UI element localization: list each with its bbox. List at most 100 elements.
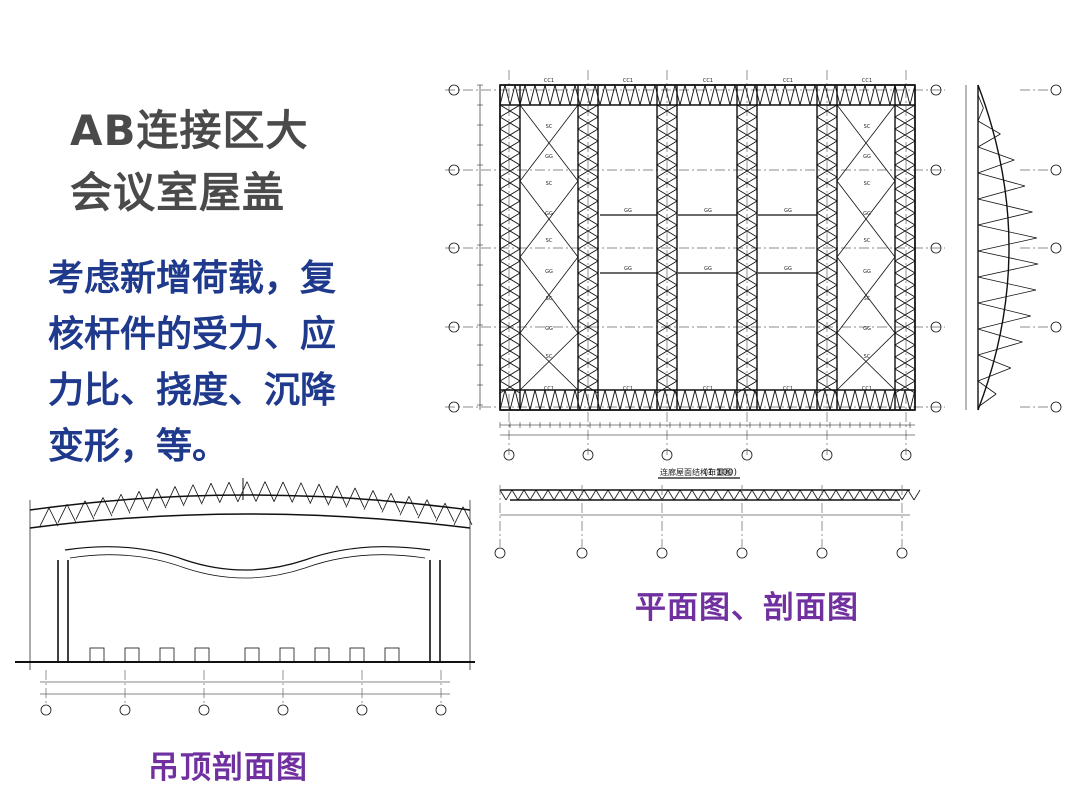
web-member: [774, 84, 781, 106]
roof-section-drawing: 连廊屋面结构布置图 (1:100): [494, 467, 921, 559]
plan-section-caption: 平面图、剖面图: [635, 590, 859, 626]
web-member: [859, 389, 866, 411]
web-member: [816, 260, 838, 274]
bracing: [519, 104, 579, 182]
web-member: [977, 263, 1039, 278]
member-label-sc: SC: [546, 296, 553, 302]
web-member: [729, 389, 736, 411]
web-member: [499, 212, 521, 226]
web-member: [649, 489, 657, 501]
web-member: [844, 84, 851, 106]
bracing: [519, 256, 579, 334]
slide-title: AB连接区大 会议室屋盖: [70, 100, 400, 224]
web-member: [697, 489, 705, 501]
web-member: [656, 332, 678, 346]
member-label-cc1: CC1: [623, 386, 633, 392]
web-member: [684, 389, 691, 411]
grid-bubble: [930, 401, 942, 413]
web-member: [619, 389, 626, 411]
web-member: [514, 84, 521, 106]
web-member: [499, 380, 521, 394]
web-member: [577, 104, 599, 118]
web-member: [559, 489, 567, 501]
web-member: [709, 84, 716, 106]
web-member: [749, 84, 756, 106]
web-member: [381, 493, 392, 513]
web-member: [499, 308, 521, 322]
grid-bubble: [576, 547, 588, 559]
member-label-gg: GG: [545, 154, 553, 160]
member-label-cc1: CC1: [544, 386, 554, 392]
web-member: [577, 489, 585, 501]
web-member: [66, 504, 77, 523]
web-member: [408, 496, 419, 516]
web-member: [736, 296, 758, 310]
web-member: [619, 489, 627, 501]
web-member: [579, 389, 586, 411]
grid-bubble: [1050, 84, 1062, 96]
member-label-sc: SC: [546, 124, 553, 130]
grid-bubble: [656, 547, 668, 559]
member-label-gg: GG: [624, 208, 632, 214]
web-member: [977, 328, 1023, 343]
web-member: [689, 84, 696, 106]
web-member: [679, 389, 686, 411]
web-member: [655, 489, 663, 501]
web-member: [816, 296, 838, 310]
web-member: [659, 389, 666, 411]
title-line-1: AB连接区大: [70, 106, 309, 155]
web-member: [553, 489, 561, 501]
web-member: [282, 481, 293, 502]
member-label-cc1: CC1: [544, 78, 554, 84]
grid-bubble: [40, 704, 52, 716]
bracing: [836, 180, 896, 258]
plan-drawing-title: 连廊屋面结构布置图: [660, 467, 732, 477]
web-member: [577, 188, 599, 202]
web-member: [539, 84, 546, 106]
web-member: [614, 84, 621, 106]
web-member: [859, 489, 867, 501]
web-member: [736, 356, 758, 370]
web-member: [769, 389, 776, 411]
web-member: [904, 389, 911, 411]
web-member: [901, 489, 909, 501]
web-member: [909, 389, 916, 411]
title-line-2: 会议室屋盖: [70, 168, 286, 217]
web-member: [853, 489, 861, 501]
web-member: [183, 484, 194, 505]
web-member: [719, 389, 726, 411]
web-member: [499, 152, 521, 166]
web-member: [784, 84, 791, 106]
member-label-gg: GG: [545, 326, 553, 332]
web-member: [869, 389, 876, 411]
web-member: [849, 389, 856, 411]
bracing: [519, 180, 579, 258]
web-member: [977, 341, 1023, 356]
web-member: [736, 116, 758, 130]
web-member: [656, 200, 678, 214]
web-member: [736, 380, 758, 394]
web-member: [656, 248, 678, 262]
seat: [159, 647, 175, 663]
web-member: [577, 356, 599, 370]
web-member: [656, 176, 678, 190]
web-member: [565, 489, 573, 501]
web-member: [839, 84, 846, 106]
web-member: [703, 489, 711, 501]
member-label-cc1: CC1: [623, 78, 633, 84]
web-member: [819, 389, 826, 411]
web-member: [656, 284, 678, 298]
web-member: [824, 389, 831, 411]
member-label-gg: GG: [863, 326, 871, 332]
web-member: [913, 489, 921, 501]
web-member: [714, 389, 721, 411]
web-member: [192, 484, 203, 505]
web-member: [661, 489, 669, 501]
web-member: [559, 84, 566, 106]
web-member: [864, 84, 871, 106]
web-member: [816, 368, 838, 382]
web-member: [656, 140, 678, 154]
web-member: [811, 489, 819, 501]
web-member: [577, 284, 599, 298]
